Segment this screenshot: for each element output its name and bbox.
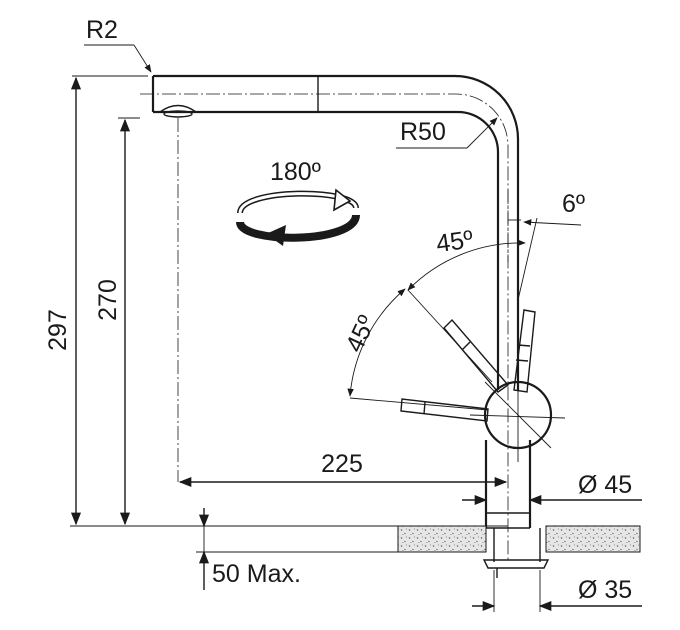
label-diameter-35: Ø 35 (578, 576, 632, 604)
label-r2: R2 (86, 16, 118, 44)
r50-leader (396, 117, 498, 149)
label-50-max: 50 Max. (212, 560, 301, 588)
label-angle-6: 6º (562, 190, 585, 218)
lever-horizontal (400, 398, 489, 422)
centerlines (140, 93, 509, 560)
lever-vertical (513, 309, 536, 393)
dimension-270 (118, 117, 140, 526)
angle-dimension-45-upper (407, 239, 526, 383)
angle-dimension-6 (508, 217, 582, 301)
label-height-270: 270 (94, 279, 122, 321)
rotation-icon (236, 188, 360, 246)
dimension-diameter-45 (462, 470, 642, 508)
r2-leader (84, 44, 152, 73)
label-diameter-45: Ø 45 (578, 471, 632, 499)
mounting-shank (482, 528, 550, 578)
faucet-spout (151, 74, 520, 390)
lever-hub (469, 370, 566, 462)
dimension-297 (70, 75, 148, 526)
dimension-diameter-35 (472, 570, 642, 612)
dimension-50-max (196, 508, 398, 590)
label-angle-45-side: 45º (340, 311, 381, 356)
label-height-297: 297 (44, 309, 72, 351)
angle-dimension-45-side (347, 288, 489, 411)
label-angle-45-upper: 45º (434, 225, 474, 258)
label-r50: R50 (400, 118, 446, 146)
countertop (397, 525, 641, 553)
label-rotation-180: 180º (270, 158, 321, 186)
label-reach-225: 225 (321, 450, 363, 478)
